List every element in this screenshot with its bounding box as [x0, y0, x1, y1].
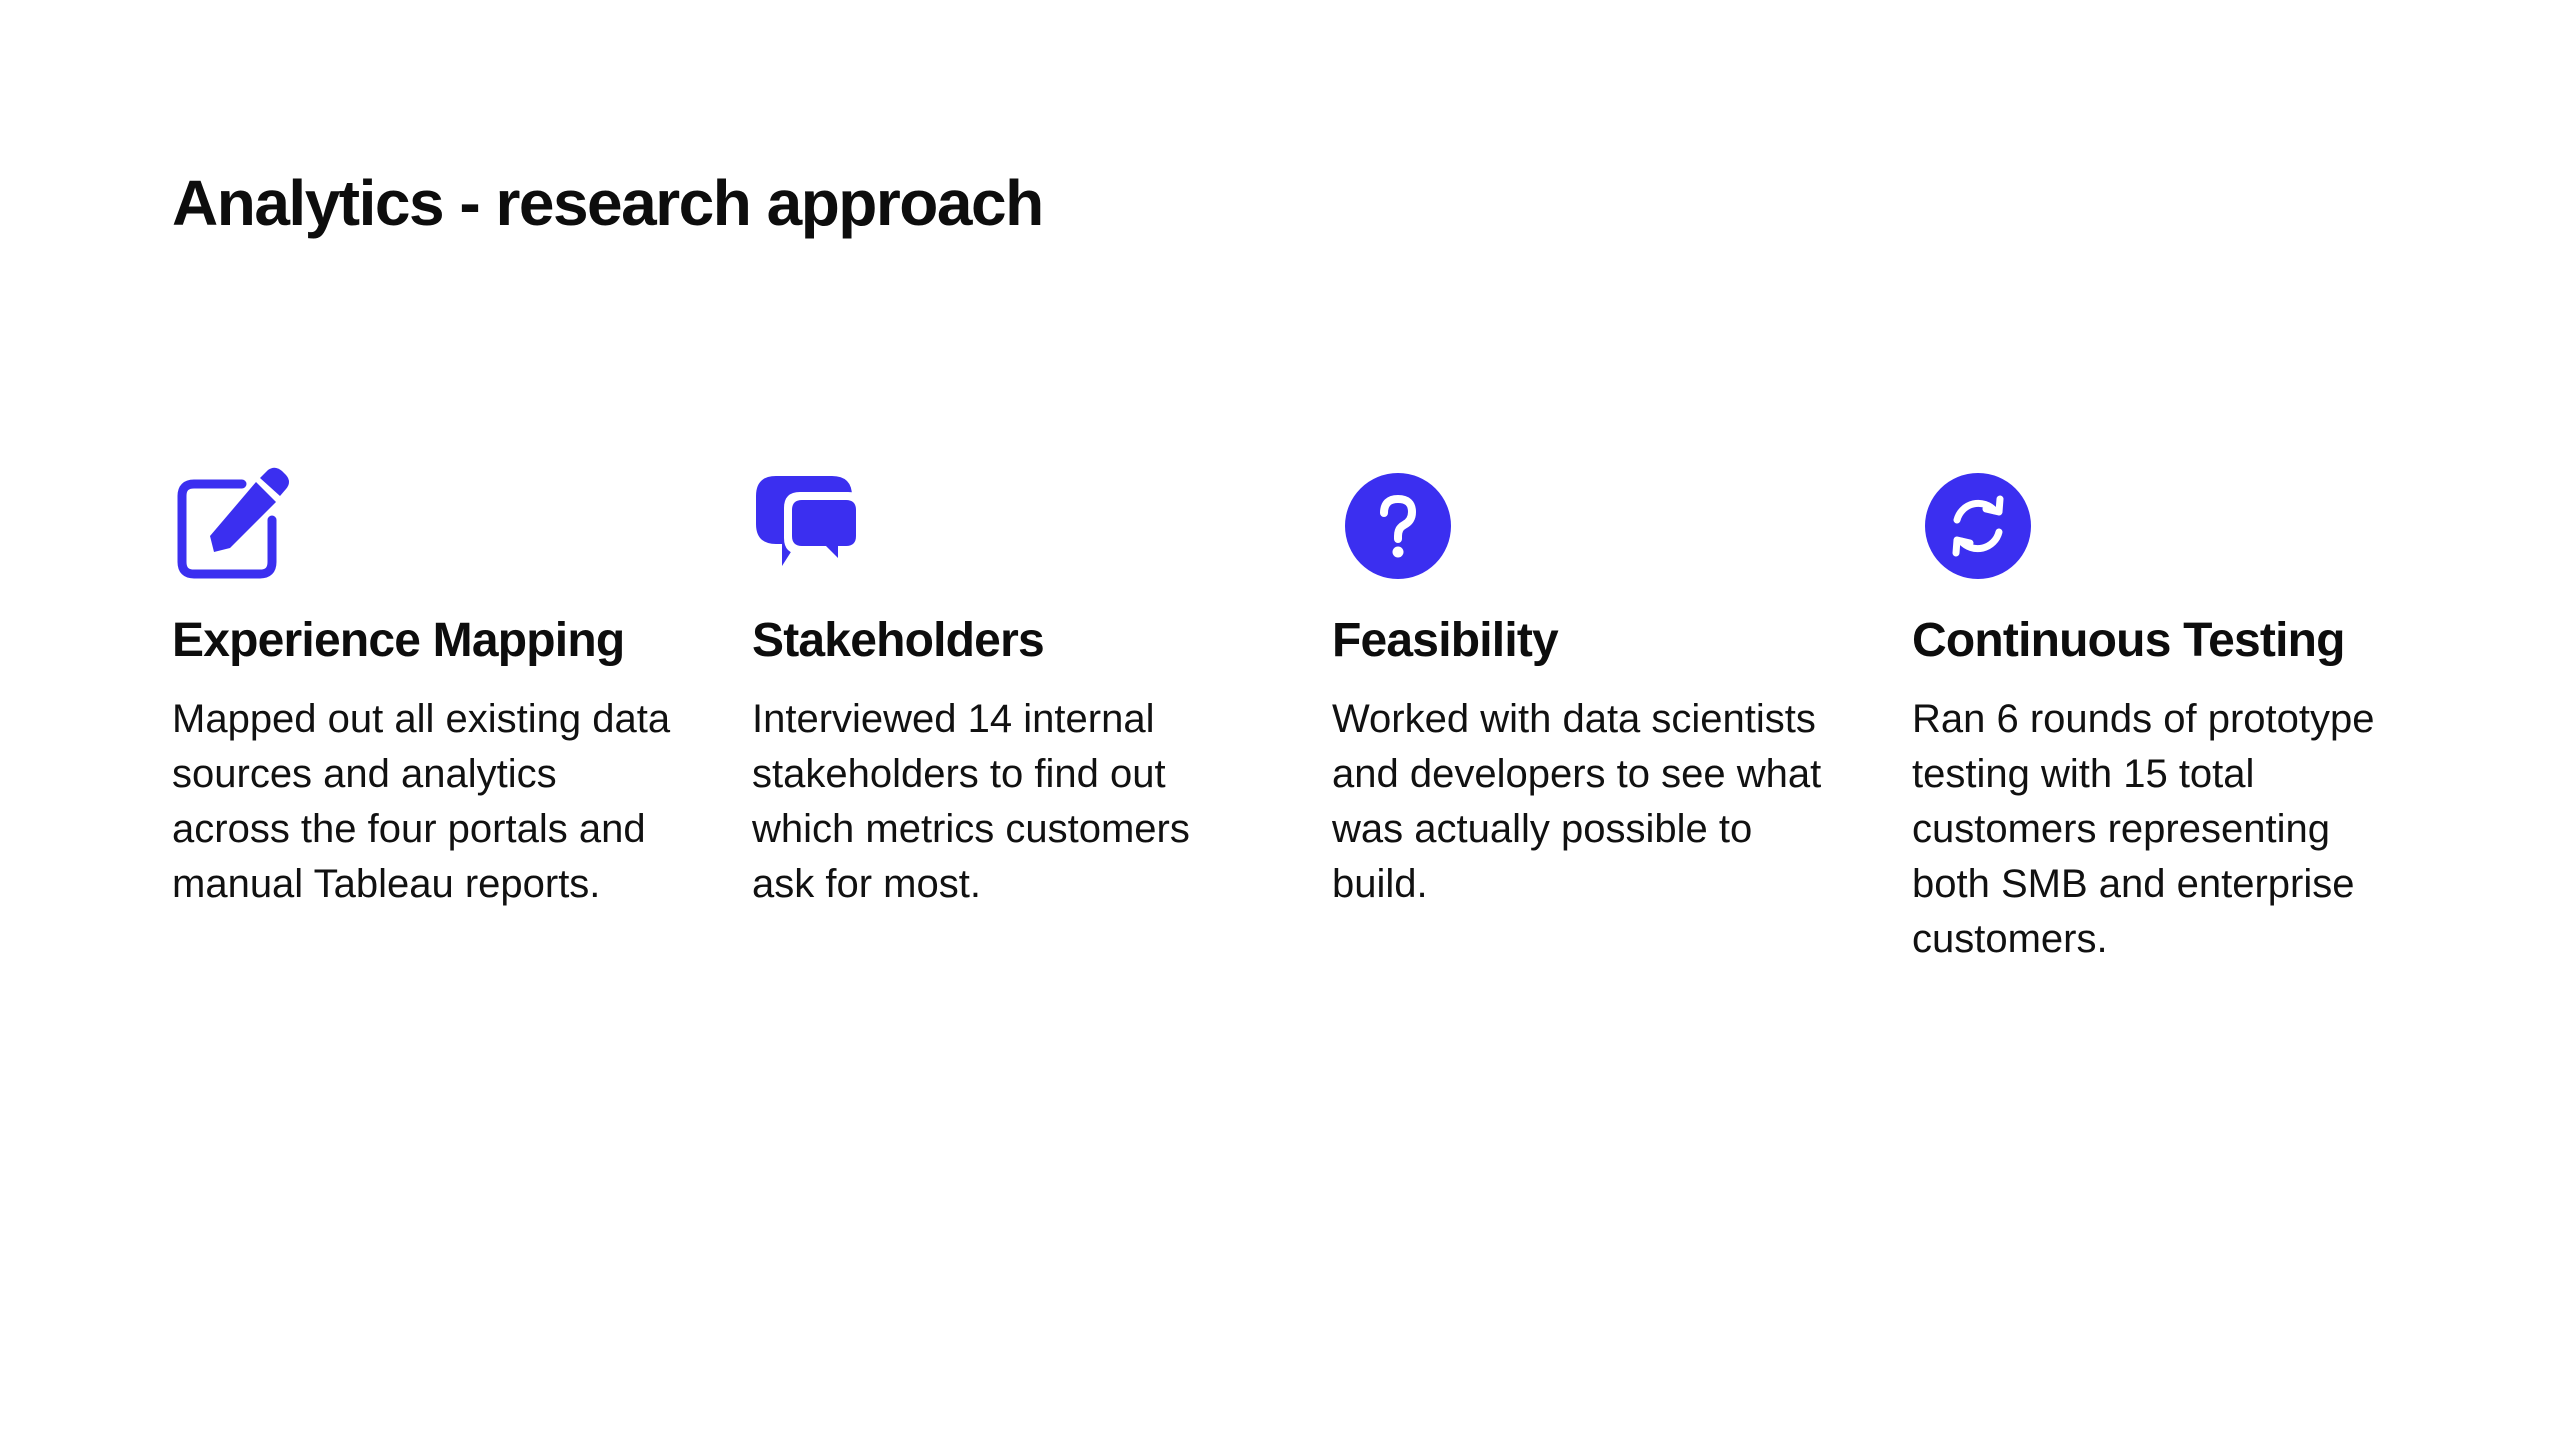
column-heading: Feasibility	[1332, 614, 1559, 667]
column-description: Ran 6 rounds of prototype testing with 1…	[1912, 696, 2375, 961]
page-title: Analytics - research approach	[172, 167, 1044, 239]
column-feasibility: Feasibility Worked with data scientists …	[1332, 466, 1852, 912]
column-continuous-testing: Continuous Testing Ran 6 rounds of proto…	[1912, 466, 2432, 967]
column-experience-mapping: Experience Mapping Mapped out all existi…	[172, 466, 692, 912]
column-description: Worked with data scientists and develope…	[1332, 696, 1822, 906]
column-stakeholders: Stakeholders Interviewed 14 internal sta…	[752, 466, 1272, 912]
column-heading: Experience Mapping	[172, 614, 625, 667]
column-heading: Stakeholders	[752, 614, 1045, 667]
question-circle-icon	[1332, 466, 1452, 586]
edit-icon	[172, 466, 292, 586]
refresh-circle-icon	[1912, 466, 2032, 586]
chat-bubbles-icon	[752, 466, 872, 586]
column-heading: Continuous Testing	[1912, 614, 2345, 667]
column-description: Mapped out all existing data sources and…	[172, 696, 671, 906]
approach-columns: Experience Mapping Mapped out all existi…	[172, 466, 2472, 1026]
column-description: Interviewed 14 internal stakeholders to …	[752, 696, 1190, 906]
